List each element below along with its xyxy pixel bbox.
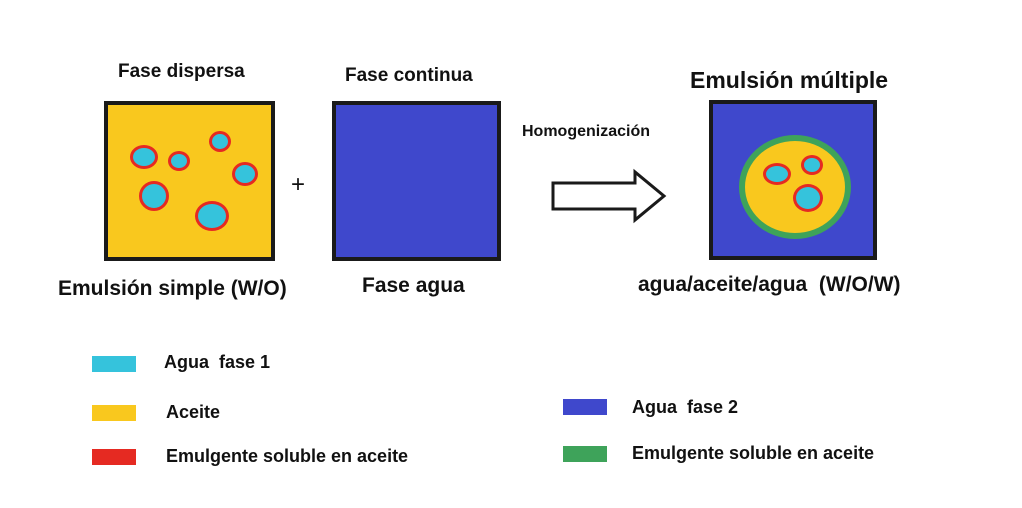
legend-swatch-water-phase-1 bbox=[92, 356, 136, 372]
legend-label-oil: Aceite bbox=[166, 403, 220, 421]
homogenization-arrow bbox=[553, 172, 664, 220]
legend-swatch-oil bbox=[92, 405, 136, 421]
oil-globule bbox=[739, 135, 851, 239]
wow-label: agua/aceite/agua (W/O/W) bbox=[638, 274, 901, 295]
legend-label-water-phase-1: Agua fase 1 bbox=[164, 353, 270, 371]
water-droplet bbox=[793, 184, 823, 212]
water-phase-label: Fase agua bbox=[362, 275, 465, 296]
water-droplet bbox=[801, 155, 823, 175]
legend-swatch-emulsifier-green bbox=[563, 446, 607, 462]
legend-swatch-emulsifier-red bbox=[92, 449, 136, 465]
legend-label-emulsifier-green: Emulgente soluble en aceite bbox=[632, 444, 874, 462]
multiple-emulsion-box bbox=[709, 100, 877, 260]
legend-label-emulsifier-red: Emulgente soluble en aceite bbox=[166, 447, 408, 465]
water-droplet bbox=[763, 163, 791, 185]
legend-swatch-water-phase-2 bbox=[563, 399, 607, 415]
simple-emulsion-label: Emulsión simple (W/O) bbox=[58, 278, 287, 299]
legend-label-water-phase-2: Agua fase 2 bbox=[632, 398, 738, 416]
